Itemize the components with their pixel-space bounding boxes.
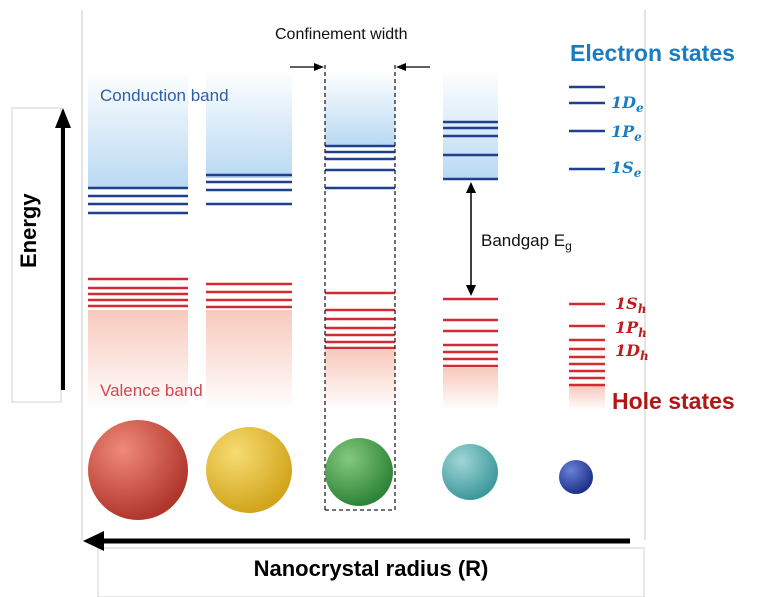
electron-states-title: Electron states [570,40,735,66]
electron-levels-5 [569,85,605,171]
hole-state-1dh: 1Dh [615,341,649,364]
vb-fill-4 [443,368,498,410]
electron-state-1pe: 1Pe [611,122,642,145]
vb-levels-2 [206,282,292,309]
vb-levels-4 [443,297,498,368]
radius-axis-label: Nanocrystal radius (R) [253,556,489,581]
electron-state-1se: 1Se [611,158,642,181]
bandgap-text: Bandgap E [481,231,566,250]
vb-fill-2 [206,310,292,410]
vb-levels-3 [325,291,395,350]
hole-states-title: Hole states [612,388,735,414]
vb-fill-5 [569,386,605,410]
valence-band-label: Valence band [100,381,203,400]
conduction-band-label: Conduction band [100,86,229,105]
confinement-width-label: Confinement width [275,26,408,43]
nanocrystal-sphere-smallest [559,460,593,494]
bandgap-arrow-bottom [466,285,476,296]
cb-fill-4 [443,70,498,180]
bandgap-subscript: g [565,239,572,253]
confinement-arrow-left-head [314,63,324,71]
nanocrystal-sphere-largest [88,420,188,520]
vb-levels-1 [88,277,188,308]
vb-fill-1 [88,310,188,410]
energy-arrow-head [55,108,71,128]
hole-state-1ph: 1Ph [615,318,647,341]
nanocrystal-sphere-large [206,427,292,513]
bandgap-arrow-top [466,182,476,193]
cb-fill-1 [88,70,188,188]
confinement-arrow-right-head [396,63,406,71]
bandgap-label: Bandgap Eg [481,231,572,253]
cb-levels-3 [325,144,395,190]
cb-levels-2 [206,173,292,206]
electron-state-1de: 1De [611,93,644,116]
cb-levels-1 [88,186,188,215]
hole-state-1sh: 1Sh [615,294,647,317]
nanocrystal-sphere-small [442,444,498,500]
energy-axis-label: Energy [16,193,41,268]
cb-fill-3 [325,70,395,146]
radius-arrow-head [83,531,104,551]
cb-levels-4 [443,120,498,181]
nanocrystal-sphere-medium [325,438,393,506]
hole-levels-5 [569,302,605,387]
vb-fill-3 [325,350,395,410]
cb-fill-2 [206,70,292,178]
xaxis-label-box [97,547,645,597]
